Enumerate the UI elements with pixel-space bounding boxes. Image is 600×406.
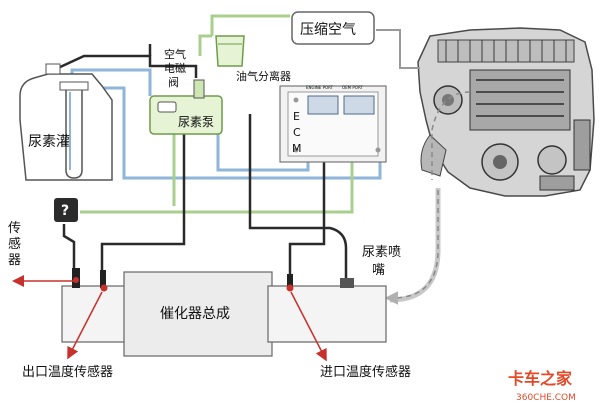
urea-pump: 尿素泵: [149, 79, 223, 135]
ecm-port-left-label: ENGINE PORT: [306, 85, 334, 90]
ecm-unit: ENGINE PORT OEM PORT E C M: [279, 85, 387, 163]
ecm-port-right-label: OEM PORT: [342, 85, 363, 90]
urea-pump-label: 尿素泵: [178, 115, 214, 129]
urea-nozzle-label-line-2: 嘴: [372, 263, 385, 278]
air-solenoid-valve-line-2: 电磁: [164, 62, 186, 75]
air-green-line: [198, 14, 290, 56]
oil-gas-separator-label: 油气分离器: [236, 69, 291, 83]
sensor-label-char-3: 器: [8, 253, 21, 268]
ecm-letter-e: E: [293, 110, 300, 123]
air-solenoid-valve-line-1: 空气: [164, 47, 186, 61]
oil-gas-separator: 油气分离器: [215, 35, 291, 83]
exhaust-inlet-arrow: [431, 91, 471, 180]
sensor-unit: ?: [54, 198, 78, 222]
urea-tank-label: 尿素灌: [28, 134, 70, 150]
watermark-site: 360CHE.COM: [516, 393, 576, 403]
sensor-marker: ?: [61, 203, 69, 219]
ecm-letter-m: M: [292, 142, 302, 155]
sensor-probes: [72, 268, 294, 292]
exhaust-flow: [389, 188, 441, 303]
compressed-air-source: 压缩空气: [291, 11, 375, 45]
air-solenoid-valve-line-3: 阀: [168, 75, 179, 89]
compressed-air-line: [376, 29, 420, 69]
watermark: 卡车之家 360CHE.COM: [508, 369, 576, 403]
sensor-label-char-1: 传: [8, 221, 21, 236]
catalyst-label: 催化器总成: [160, 306, 230, 322]
urea-nozzle-label-line-1: 尿素喷: [362, 245, 401, 260]
ecm-letter-c: C: [293, 126, 301, 139]
urea-nozzle: [340, 278, 354, 288]
compressed-air-label: 压缩空气: [300, 22, 356, 38]
watermark-brand: 卡车之家: [508, 369, 573, 388]
catalyst-assembly: 催化器总成: [61, 271, 387, 357]
inlet-temp-sensor-label: 进口温度传感器: [320, 364, 411, 380]
engine-illustration: [417, 27, 595, 197]
outlet-temp-sensor-label: 出口温度传感器: [22, 364, 113, 380]
sensor-label: 传 感 器: [8, 221, 21, 268]
red-indicator-arrows: [12, 275, 327, 362]
control-dark-lines: [57, 44, 348, 278]
air-solenoid-valve: 空气 电磁 阀: [164, 47, 186, 89]
urea-tank: 尿素灌: [19, 63, 113, 181]
urea-nozzle-label: 尿素喷 嘴: [362, 245, 401, 278]
sensor-label-char-2: 感: [8, 236, 21, 252]
